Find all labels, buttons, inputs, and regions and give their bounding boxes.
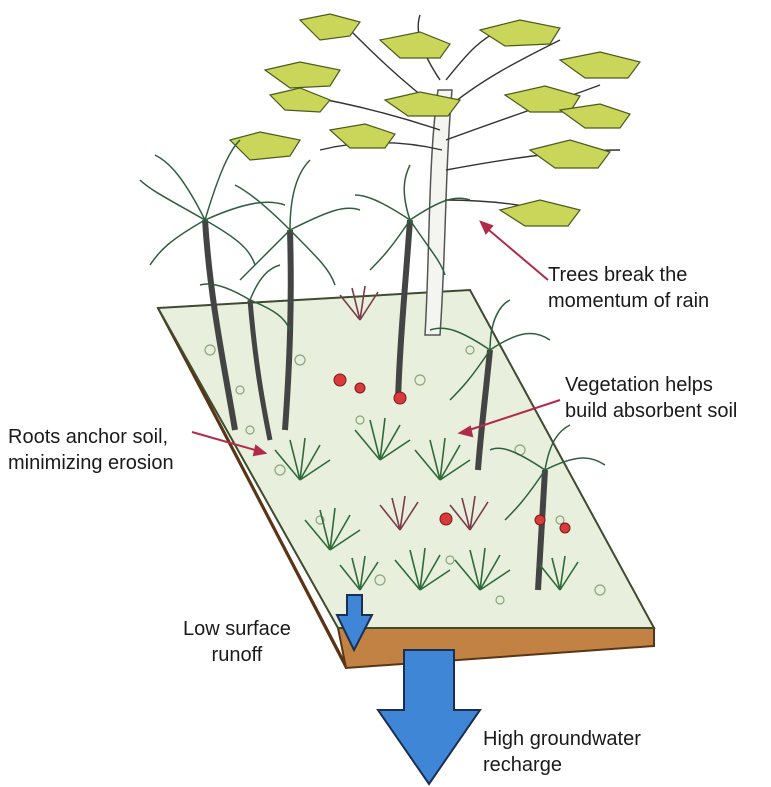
pointer-trees	[483, 225, 548, 280]
flower	[560, 523, 570, 533]
flower	[355, 383, 365, 393]
label-line: runoff	[183, 642, 291, 668]
soil-top-surface	[158, 290, 654, 628]
soil-block	[158, 290, 654, 668]
label-roots-anchor-soil: Roots anchor soil, minimizing erosion	[8, 424, 174, 476]
label-line: Low surface	[183, 616, 291, 642]
flower	[440, 513, 452, 525]
label-line: minimizing erosion	[8, 450, 174, 476]
label-line: Vegetation helps	[565, 372, 737, 398]
label-line: Trees break the	[548, 262, 709, 288]
label-line: High groundwater	[483, 726, 641, 752]
flower	[535, 515, 545, 525]
flower	[334, 374, 346, 386]
label-line: build absorbent soil	[565, 398, 737, 424]
label-trees-break-rain: Trees break the momentum of rain	[548, 262, 709, 314]
label-low-surface-runoff: Low surface runoff	[183, 616, 291, 668]
label-high-groundwater-recharge: High groundwater recharge	[483, 726, 641, 778]
soil-bottom-side	[338, 628, 654, 668]
label-line: momentum of rain	[548, 288, 709, 314]
recharge-arrow	[378, 650, 480, 784]
label-line: recharge	[483, 752, 641, 778]
label-vegetation-absorbent-soil: Vegetation helps build absorbent soil	[565, 372, 737, 424]
label-line: Roots anchor soil,	[8, 424, 174, 450]
flower	[394, 392, 406, 404]
